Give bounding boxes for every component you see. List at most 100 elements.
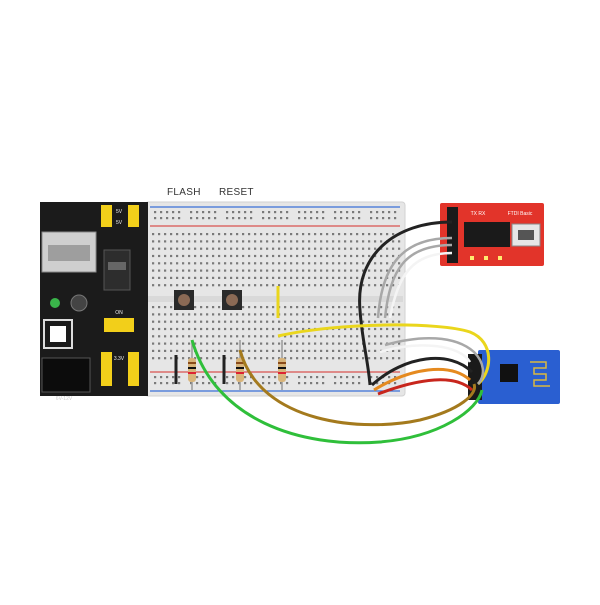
breadboard-hole bbox=[226, 376, 229, 379]
breadboard-hole bbox=[338, 284, 341, 287]
breadboard-hole bbox=[368, 269, 371, 272]
breadboard-hole bbox=[206, 262, 209, 265]
breadboard-hole bbox=[380, 306, 383, 309]
breadboard-hole bbox=[350, 320, 353, 323]
breadboard-hole bbox=[212, 335, 215, 338]
breadboard-hole bbox=[350, 240, 353, 243]
breadboard-hole bbox=[280, 211, 283, 214]
breadboard-hole bbox=[332, 276, 335, 279]
breadboard-hole bbox=[152, 262, 155, 265]
breadboard-hole bbox=[362, 247, 365, 250]
ftdi-led-3 bbox=[498, 256, 502, 260]
breadboard-hole bbox=[260, 320, 263, 323]
breadboard-hole bbox=[338, 233, 341, 236]
breadboard-hole bbox=[230, 349, 233, 352]
breadboard-hole bbox=[314, 262, 317, 265]
module-label-on: ON bbox=[115, 310, 123, 316]
usb-socket bbox=[48, 245, 90, 261]
reset-button bbox=[222, 290, 242, 310]
breadboard-hole bbox=[194, 357, 197, 360]
breadboard-hole bbox=[338, 240, 341, 243]
breadboard-hole bbox=[344, 320, 347, 323]
breadboard-hole bbox=[374, 342, 377, 345]
breadboard-hole bbox=[206, 327, 209, 331]
breadboard-hole bbox=[170, 284, 173, 287]
breadboard-hole bbox=[284, 240, 287, 243]
breadboard-hole bbox=[176, 335, 179, 338]
breadboard-hole bbox=[368, 335, 371, 338]
ftdi-adapter: FTDI Basic TX RX bbox=[440, 203, 544, 266]
breadboard-hole bbox=[284, 349, 287, 352]
breadboard-hole bbox=[206, 233, 209, 236]
breadboard-hole bbox=[224, 262, 227, 265]
breadboard-hole bbox=[164, 335, 167, 338]
breadboard-hole bbox=[314, 269, 317, 272]
ftdi-pins-label: TX RX bbox=[471, 211, 486, 217]
breadboard-hole bbox=[244, 382, 247, 385]
breadboard-hole bbox=[278, 254, 281, 258]
breadboard-hole bbox=[212, 349, 215, 352]
breadboard-hole bbox=[200, 357, 203, 360]
breadboard-hole bbox=[172, 376, 175, 379]
breadboard-hole bbox=[368, 276, 371, 279]
breadboard-hole bbox=[290, 349, 293, 352]
breadboard-hole bbox=[380, 327, 383, 331]
breadboard-hole bbox=[236, 327, 239, 331]
ftdi-led-1 bbox=[470, 256, 474, 260]
breadboard-hole bbox=[188, 313, 191, 316]
breadboard-hole bbox=[224, 254, 227, 258]
breadboard-hole bbox=[164, 342, 167, 345]
breadboard-hole bbox=[302, 284, 305, 287]
breadboard-hole bbox=[266, 269, 269, 272]
resistor-1 bbox=[188, 340, 196, 390]
breadboard-hole bbox=[170, 269, 173, 272]
breadboard-hole bbox=[176, 349, 179, 352]
breadboard-hole bbox=[346, 211, 349, 214]
dc-jack bbox=[41, 357, 91, 393]
breadboard-hole bbox=[272, 349, 275, 352]
breadboard-hole bbox=[392, 240, 395, 243]
breadboard-hole bbox=[376, 217, 379, 220]
breadboard-hole bbox=[374, 284, 377, 287]
breadboard-hole bbox=[280, 217, 283, 220]
breadboard-hole bbox=[226, 217, 229, 220]
breadboard-hole bbox=[398, 349, 401, 352]
breadboard-hole bbox=[388, 217, 391, 220]
breadboard-hole bbox=[194, 306, 197, 309]
breadboard-hole bbox=[182, 320, 185, 323]
breadboard-hole bbox=[320, 254, 323, 258]
breadboard-hole bbox=[310, 211, 313, 214]
breadboard-hole bbox=[368, 254, 371, 258]
breadboard-hole bbox=[272, 357, 275, 360]
breadboard-hole bbox=[314, 306, 317, 309]
breadboard-hole bbox=[244, 376, 247, 379]
breadboard-hole bbox=[182, 247, 185, 250]
breadboard-hole bbox=[260, 240, 263, 243]
breadboard-hole bbox=[296, 357, 299, 360]
breadboard-hole bbox=[182, 349, 185, 352]
breadboard-hole bbox=[188, 254, 191, 258]
breadboard-hole bbox=[158, 349, 161, 352]
breadboard-hole bbox=[332, 254, 335, 258]
breadboard-hole bbox=[248, 247, 251, 250]
breadboard-hole bbox=[290, 284, 293, 287]
breadboard-hole bbox=[326, 313, 329, 316]
breadboard-hole bbox=[254, 327, 257, 331]
breadboard-hole bbox=[254, 276, 257, 279]
breadboard-hole bbox=[266, 233, 269, 236]
breadboard-hole bbox=[356, 233, 359, 236]
breadboard-hole bbox=[232, 382, 235, 385]
breadboard-hole bbox=[202, 217, 205, 220]
breadboard-hole bbox=[200, 262, 203, 265]
module-label-5v-top: 5V bbox=[116, 209, 123, 215]
module-label-5v-right: 5V bbox=[116, 220, 123, 226]
breadboard-hole bbox=[182, 284, 185, 287]
breadboard-hole bbox=[164, 349, 167, 352]
breadboard-hole bbox=[374, 247, 377, 250]
breadboard-hole bbox=[212, 306, 215, 309]
breadboard-hole bbox=[344, 327, 347, 331]
breadboard-hole bbox=[332, 320, 335, 323]
breadboard-hole bbox=[254, 262, 257, 265]
breadboard-hole bbox=[320, 276, 323, 279]
breadboard-hole bbox=[272, 306, 275, 309]
